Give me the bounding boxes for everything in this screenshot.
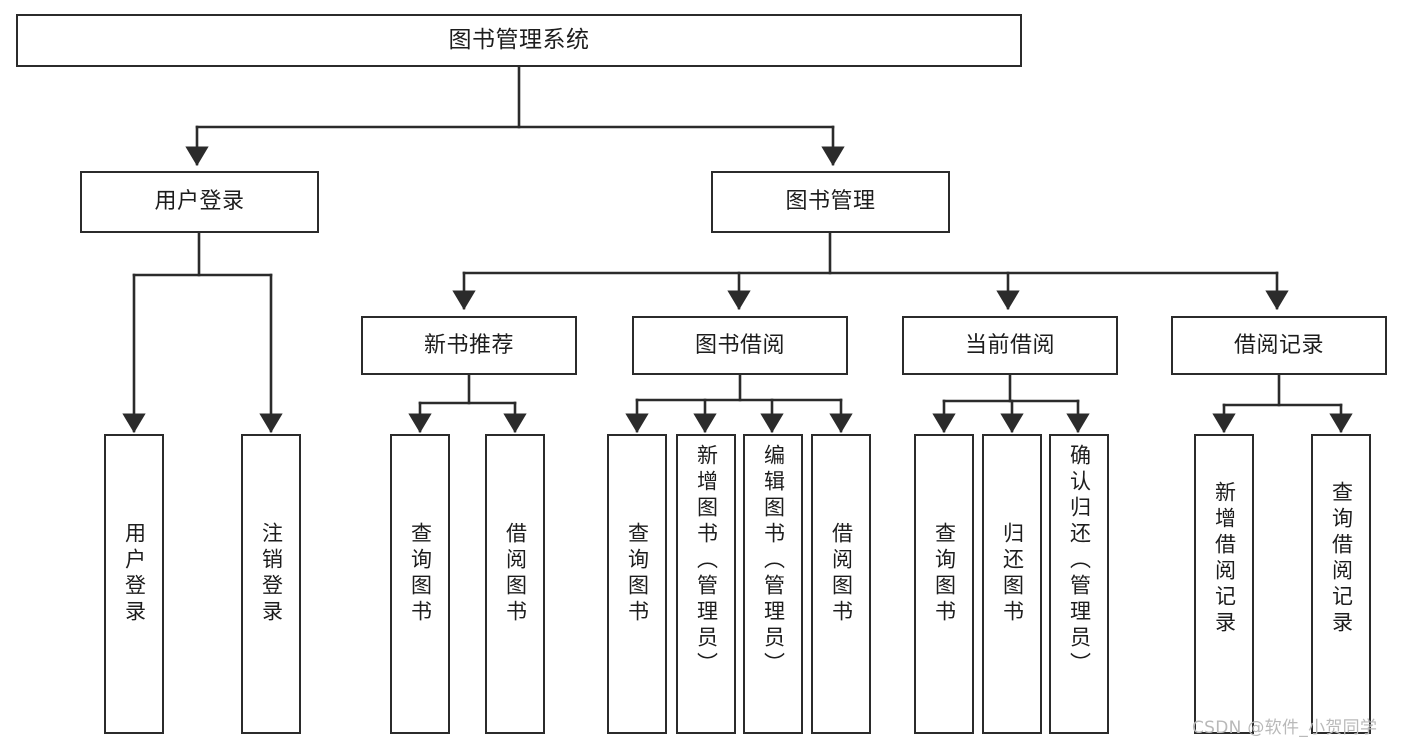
node-leaf-query-record[interactable]: 查询借阅记录	[1311, 434, 1371, 734]
node-root[interactable]: 图书管理系统	[16, 14, 1022, 67]
node-leaf-user-login-label: 用户登录	[122, 522, 147, 626]
node-leaf-borrow-book-1[interactable]: 借阅图书	[485, 434, 545, 734]
node-leaf-edit-book[interactable]: 编辑图书（管理员）	[743, 434, 803, 734]
node-leaf-edit-book-label: 编辑图书（管理员）	[761, 444, 786, 678]
node-new-book-rec-label: 新书推荐	[423, 332, 514, 358]
node-user-login-label: 用户登录	[154, 189, 245, 215]
node-leaf-borrow-book-2-label: 借阅图书	[829, 522, 854, 626]
node-leaf-add-book-label: 新增图书（管理员）	[694, 444, 719, 678]
node-leaf-borrow-book-2[interactable]: 借阅图书	[811, 434, 871, 734]
node-leaf-add-record[interactable]: 新增借阅记录	[1194, 434, 1254, 734]
node-book-manage[interactable]: 图书管理	[711, 171, 950, 233]
node-leaf-user-login[interactable]: 用户登录	[104, 434, 164, 734]
node-book-borrow[interactable]: 图书借阅	[632, 316, 848, 375]
csdn-watermark: CSDN @软件_小贺同学	[1192, 718, 1378, 738]
node-leaf-query-record-label: 查询借阅记录	[1329, 481, 1354, 637]
node-leaf-confirm-return[interactable]: 确认归还（管理员）	[1049, 434, 1109, 734]
node-borrow-record[interactable]: 借阅记录	[1171, 316, 1387, 375]
node-leaf-logout-label: 注销登录	[259, 522, 284, 626]
node-root-label: 图书管理系统	[448, 26, 590, 53]
node-leaf-return-book-label: 归还图书	[1000, 522, 1025, 626]
node-new-book-rec[interactable]: 新书推荐	[361, 316, 577, 375]
node-leaf-borrow-book-1-label: 借阅图书	[503, 522, 528, 626]
node-book-manage-label: 图书管理	[785, 189, 876, 215]
node-current-borrow[interactable]: 当前借阅	[902, 316, 1118, 375]
node-leaf-query-book-3-label: 查询图书	[932, 522, 957, 626]
node-leaf-confirm-return-label: 确认归还（管理员）	[1067, 444, 1092, 678]
node-leaf-add-book[interactable]: 新增图书（管理员）	[676, 434, 736, 734]
node-book-borrow-label: 图书借阅	[694, 332, 785, 358]
node-leaf-query-book-2[interactable]: 查询图书	[607, 434, 667, 734]
node-user-login[interactable]: 用户登录	[80, 171, 319, 233]
node-borrow-record-label: 借阅记录	[1233, 332, 1324, 358]
node-leaf-query-book-1-label: 查询图书	[408, 522, 433, 626]
node-leaf-return-book[interactable]: 归还图书	[982, 434, 1042, 734]
node-leaf-add-record-label: 新增借阅记录	[1212, 481, 1237, 637]
node-current-borrow-label: 当前借阅	[964, 332, 1055, 358]
node-leaf-query-book-1[interactable]: 查询图书	[390, 434, 450, 734]
node-leaf-query-book-2-label: 查询图书	[625, 522, 650, 626]
node-leaf-logout[interactable]: 注销登录	[241, 434, 301, 734]
node-leaf-query-book-3[interactable]: 查询图书	[914, 434, 974, 734]
